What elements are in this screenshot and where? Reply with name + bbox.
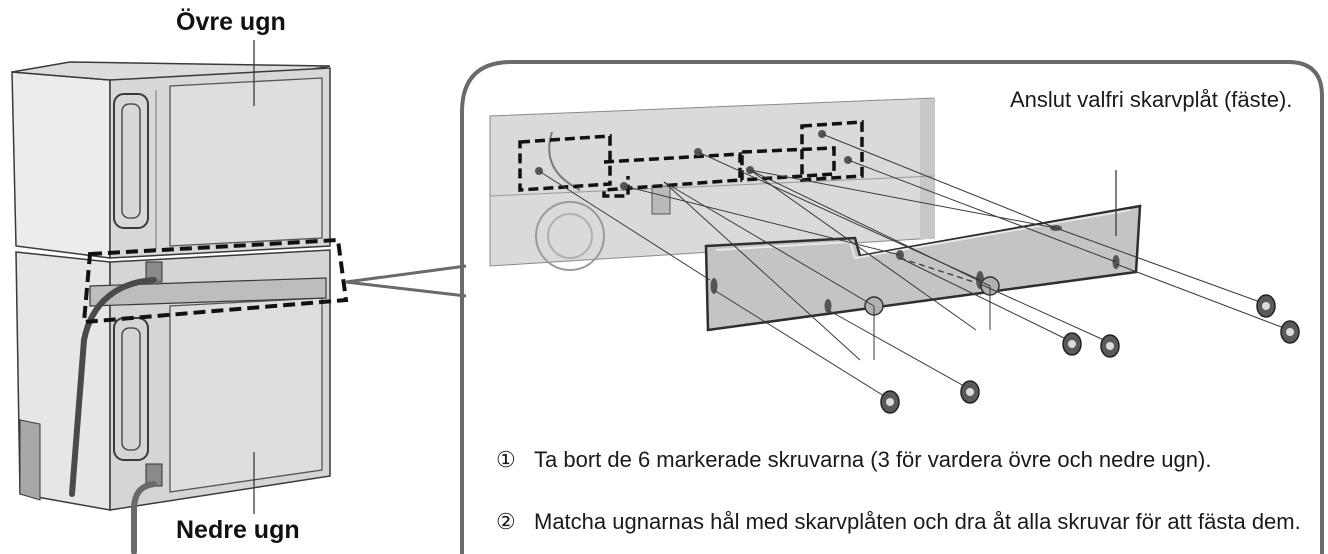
step-number: ① — [496, 447, 516, 472]
step-number: ② — [496, 509, 516, 534]
upper-oven — [11, 61, 331, 259]
screw-icon — [880, 294, 1300, 414]
joint-plate-caption: Anslut valfri skarvplåt (fäste). — [1010, 87, 1293, 112]
lower-oven-label: Nedre ugn — [176, 516, 300, 544]
joint-plate — [704, 204, 1142, 332]
instruction-step-2: ② Matcha ugnarnas hål med skarvplåten och… — [496, 506, 1316, 537]
callout-frame — [460, 60, 1324, 554]
stacked-ovens-illustration — [11, 40, 467, 554]
lower-oven — [15, 249, 331, 511]
step-text: Matcha ugnarnas hål med skarvplåten och … — [534, 509, 1301, 534]
step-text: Ta bort de 6 markerade skruvarna (3 för … — [534, 447, 1212, 472]
upper-oven-label: Övre ugn — [176, 8, 286, 36]
callout-illustration — [489, 97, 1300, 414]
instruction-step-1: ① Ta bort de 6 markerade skruvarna (3 för… — [496, 444, 1316, 475]
